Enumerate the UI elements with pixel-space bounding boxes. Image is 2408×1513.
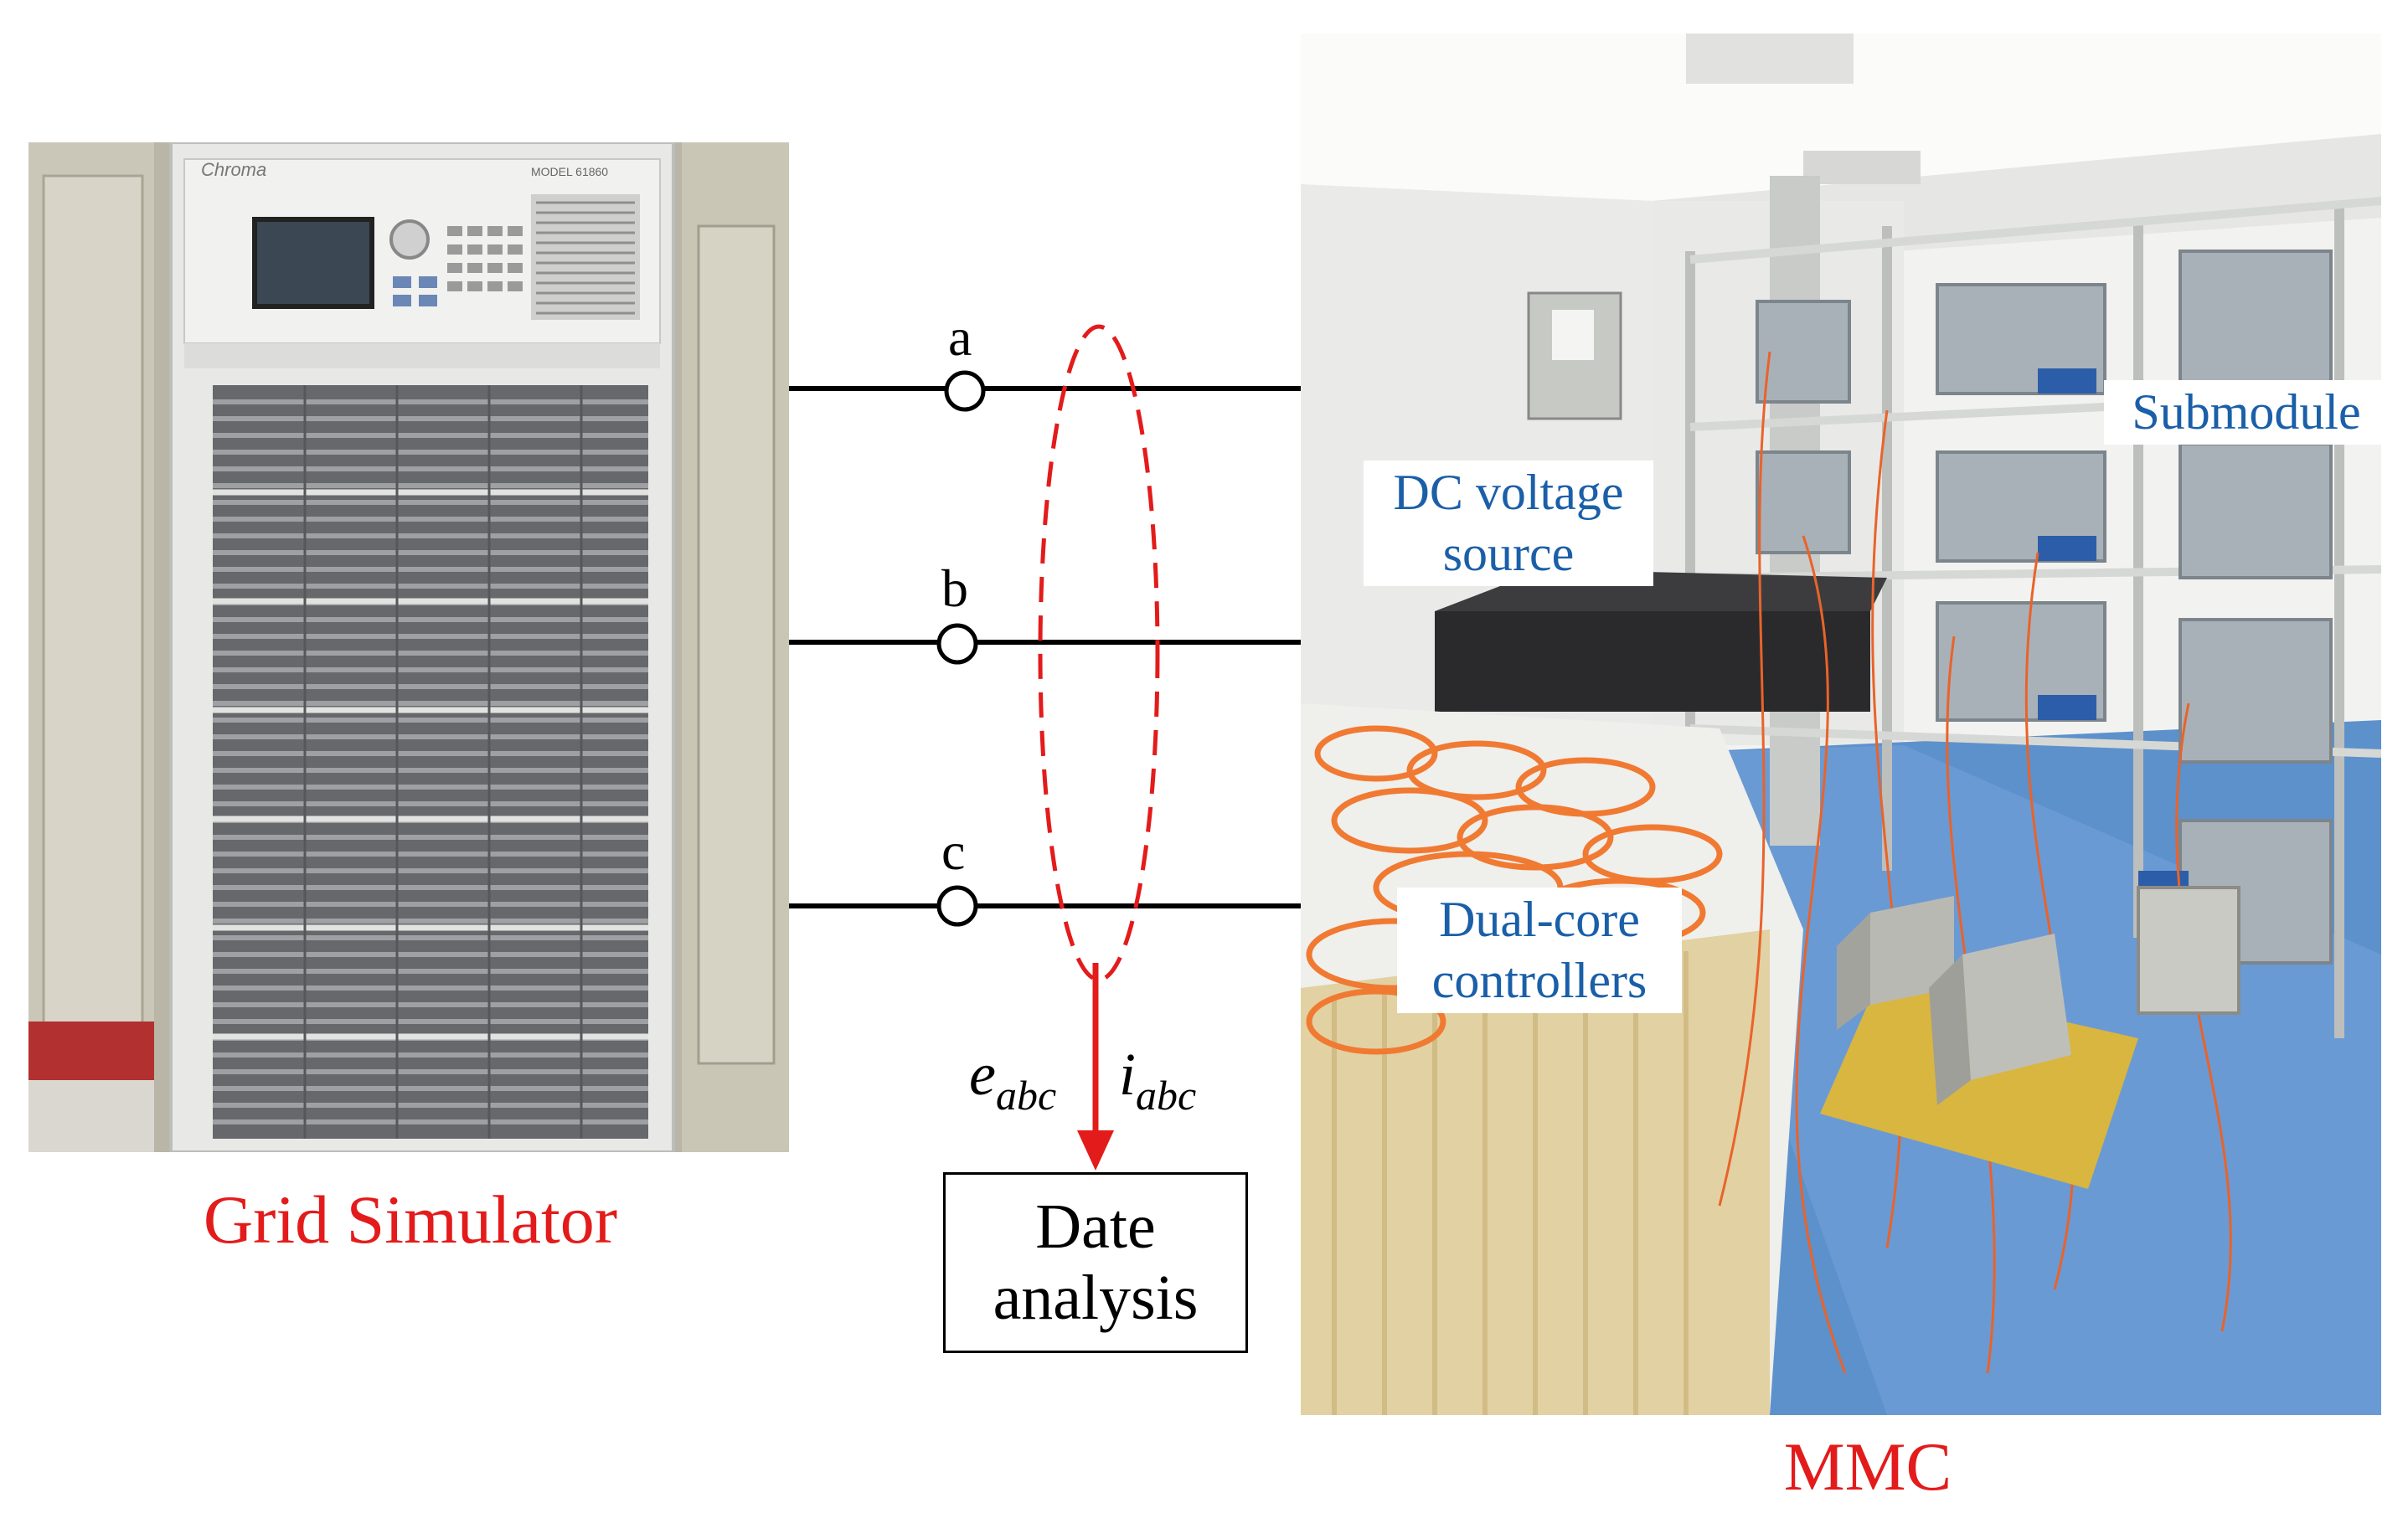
measurement-arrow-head: [1077, 1130, 1114, 1171]
phase-a-terminal: [944, 370, 986, 412]
mmc-lab-photo: [1301, 33, 2381, 1415]
dc-voltage-source-line1: DC voltage: [1393, 465, 1624, 520]
brand-text: Chroma: [201, 159, 266, 180]
phase-b-label: b: [941, 558, 968, 618]
dc-voltage-source-line2: source: [1442, 526, 1575, 582]
voltage-signal-base: e: [969, 1041, 996, 1108]
phase-a-label: a: [948, 307, 972, 367]
dual-core-controllers-line1: Dual-core: [1439, 892, 1640, 947]
phase-c-label: c: [941, 821, 966, 881]
mmc-caption: MMC: [1783, 1428, 1952, 1505]
data-analysis-line1: Date: [1035, 1191, 1156, 1262]
data-analysis-line2: analysis: [993, 1263, 1199, 1333]
dual-core-controllers-line2: controllers: [1431, 953, 1647, 1009]
phase-c-terminal: [936, 885, 978, 927]
dc-voltage-source-label: DC voltage source: [1364, 461, 1653, 587]
phase-b-terminal: [936, 623, 978, 665]
current-signal-base: i: [1119, 1041, 1137, 1108]
measurement-ellipse: [1038, 324, 1160, 982]
grid-simulator-caption: Grid Simulator: [203, 1181, 618, 1258]
model-text: MODEL 61860: [531, 165, 608, 178]
dual-core-controllers-label: Dual-core controllers: [1397, 888, 1682, 1014]
grid-simulator-photo: Chroma MODEL 61860: [28, 142, 789, 1152]
voltage-signal-sub: abc: [995, 1072, 1057, 1119]
current-signal-label: iabc: [1119, 1040, 1196, 1119]
current-signal-sub: abc: [1136, 1072, 1197, 1119]
voltage-signal-label: eabc: [969, 1040, 1056, 1119]
submodule-label: Submodule: [2104, 380, 2389, 445]
data-analysis-box: Date analysis: [943, 1172, 1248, 1353]
